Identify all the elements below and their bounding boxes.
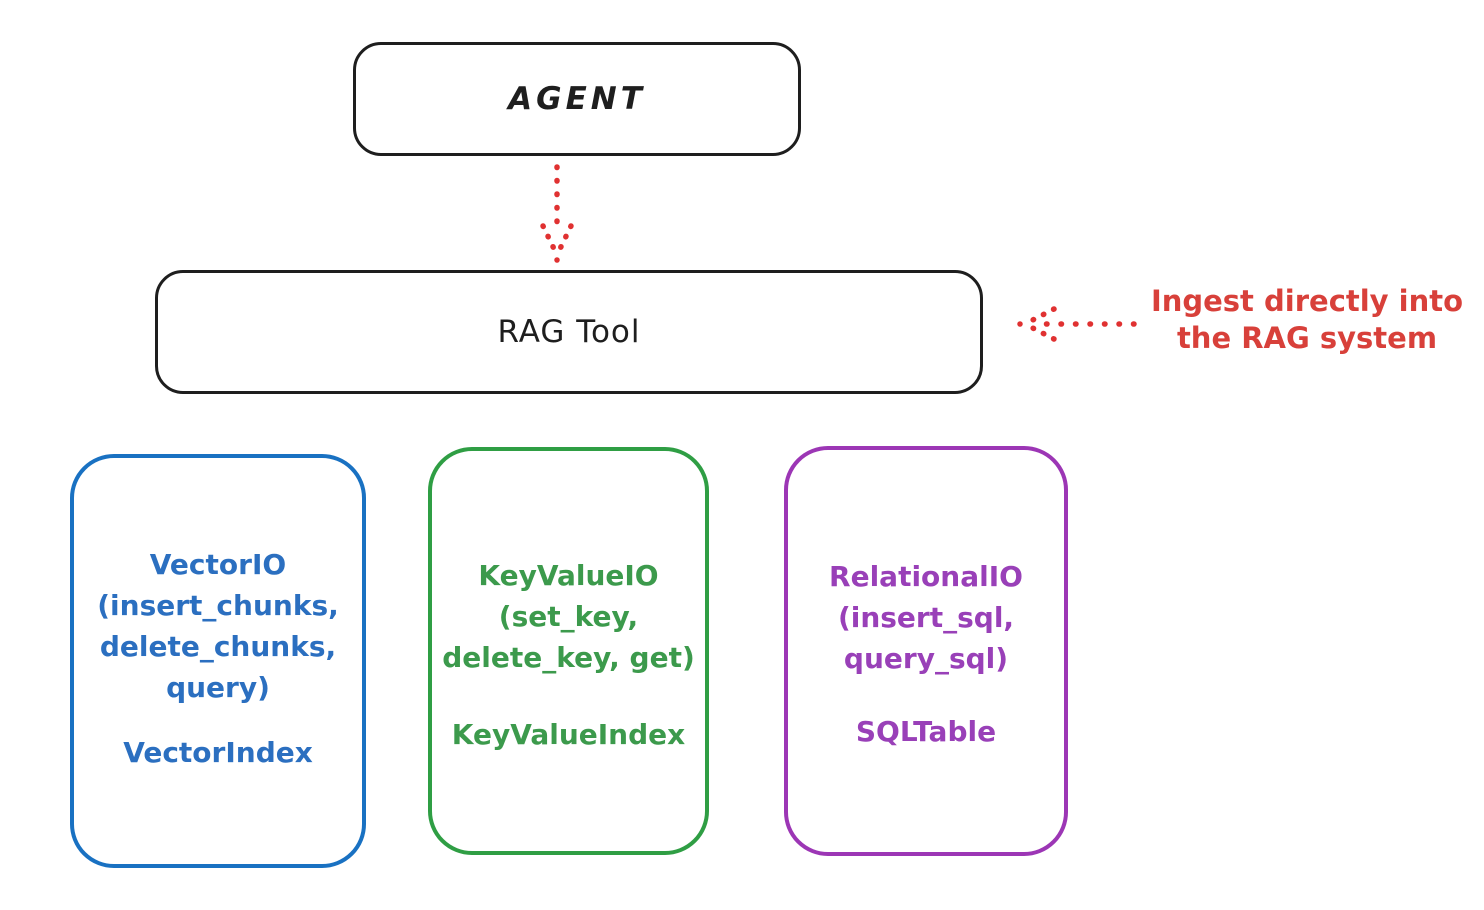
agent-label: AGENT — [508, 81, 646, 117]
vector-io-line: delete_chunks, — [99, 630, 337, 663]
relational-io-description: RelationalIO (insert_sql, query_sql) — [788, 556, 1064, 679]
vector-io-node: VectorIO (insert_chunks, delete_chunks, … — [70, 454, 366, 868]
relational-io-line: (insert_sql, — [837, 601, 1015, 634]
sql-table-label: SQLTable — [855, 715, 997, 748]
ingest-annotation-line2: the RAG system — [1176, 321, 1438, 355]
vector-io-line: (insert_chunks, — [97, 589, 339, 622]
ingest-note-dotted-arrow-icon — [1012, 301, 1140, 351]
vector-io-description: VectorIO (insert_chunks, delete_chunks, … — [74, 544, 362, 708]
rag-tool-label: RAG Tool — [497, 314, 641, 350]
vector-index-label: VectorIndex — [123, 736, 313, 769]
agent-to-ragtool-dotted-arrow-icon — [535, 162, 579, 272]
relational-io-line: query_sql) — [843, 642, 1009, 675]
keyvalue-io-line: KeyValueIO — [478, 559, 659, 592]
ingest-annotation-line1: Ingest directly into — [1150, 284, 1464, 318]
keyvalue-io-node: KeyValueIO (set_key, delete_key, get) Ke… — [428, 447, 709, 855]
keyvalue-io-description: KeyValueIO (set_key, delete_key, get) — [432, 555, 705, 678]
rag-tool-node: RAG Tool — [155, 270, 983, 394]
agent-node: AGENT — [353, 42, 801, 156]
relational-io-node: RelationalIO (insert_sql, query_sql) SQL… — [784, 446, 1068, 856]
vector-io-line: VectorIO — [149, 548, 287, 581]
keyvalue-io-line: delete_key, get) — [442, 641, 695, 674]
keyvalue-io-line: (set_key, — [498, 600, 639, 633]
vector-io-line: query) — [166, 671, 270, 704]
keyvalue-index-label: KeyValueIndex — [451, 718, 686, 751]
ingest-annotation: Ingest directly into the RAG system — [1135, 283, 1479, 357]
relational-io-line: RelationalIO — [829, 560, 1023, 593]
